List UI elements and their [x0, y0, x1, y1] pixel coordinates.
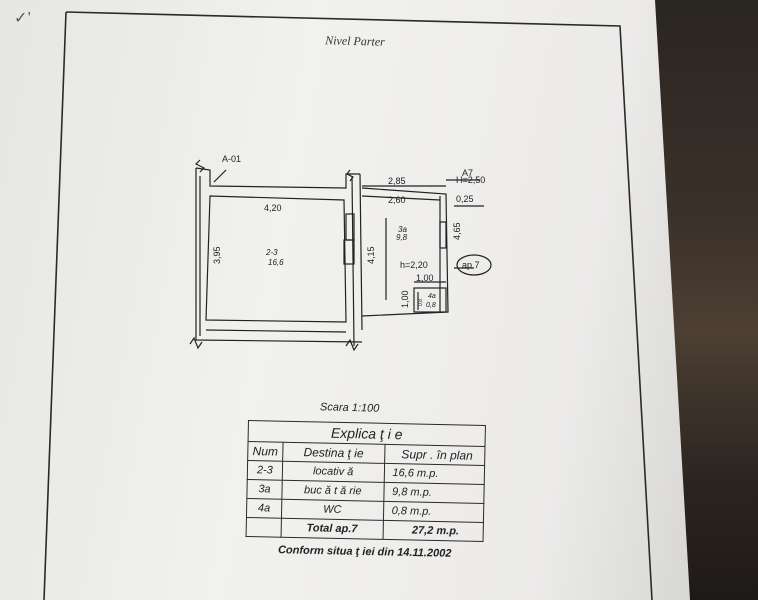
row-area: 16,6 m.p.: [383, 463, 485, 485]
room-3a-id: 3a: [398, 225, 407, 234]
window-mark-right: [439, 221, 447, 249]
dim-right-height: 4,65: [452, 222, 462, 240]
paper-sheet: [0, 0, 690, 600]
scale-label: Scara 1:100: [319, 401, 380, 415]
room-4a-area: 0,8: [426, 302, 436, 309]
row-destination: buc ă t ă rie: [281, 480, 384, 502]
dim-room-height: 3,95: [212, 246, 222, 264]
room-height: h=2,20: [400, 260, 428, 270]
room-4a-id: 4a: [428, 293, 436, 300]
dim-room-width: 4,20: [264, 203, 282, 213]
row-num: 2-3: [247, 460, 283, 481]
header-destination: Destina ţ ie: [282, 442, 385, 464]
total-height: H=2,50: [456, 175, 485, 185]
dim-wc-height: 1,00: [400, 290, 410, 308]
room-2-3-outline: [205, 195, 347, 323]
legend-table: Explica ţ i e Num Destina ţ ie Supr . în…: [246, 420, 486, 542]
dim-wc-width: 1,00: [416, 273, 434, 283]
row-destination: locativ ă: [282, 461, 385, 483]
dim-mid-height: 4,15: [366, 246, 376, 264]
dim-top-outer: 2,85: [388, 176, 406, 186]
total-label: Total ap.7: [280, 518, 383, 540]
room-3a-area: 9,8: [396, 233, 408, 242]
corner-label: A7: [462, 168, 473, 178]
header-area: Supr . în plan: [384, 444, 485, 466]
row-area: 0,8 m.p.: [382, 501, 484, 523]
total-area: 27,2 m.p.: [382, 520, 484, 542]
wall-inner-bottom: [205, 329, 347, 333]
row-area: 9,8 m.p.: [383, 482, 485, 504]
room-4a-outline: [413, 287, 447, 313]
dim-wall: 0,25: [456, 194, 474, 204]
wall-outer-top: [195, 167, 360, 189]
axis-label: A-01: [222, 154, 241, 164]
row-num: 4a: [246, 498, 282, 519]
apartment-tag-circle: [456, 254, 492, 276]
wall-outer-left: [195, 168, 363, 343]
row-destination: WC: [281, 499, 384, 521]
room-3a-outline: [361, 187, 449, 317]
header-num: Num: [247, 441, 283, 462]
row-num: 3a: [246, 479, 283, 500]
dim-wc-small: 0,8: [418, 299, 424, 306]
dim-top-inner: 2,60: [388, 195, 406, 205]
window-mark: [345, 213, 355, 241]
apartment-tag: ap 7: [462, 260, 480, 270]
room-2-3-area: 16,6: [268, 258, 284, 267]
corner-handwritten-mark: ✓’: [14, 10, 31, 27]
room-2-3-id: 2-3: [265, 248, 278, 257]
